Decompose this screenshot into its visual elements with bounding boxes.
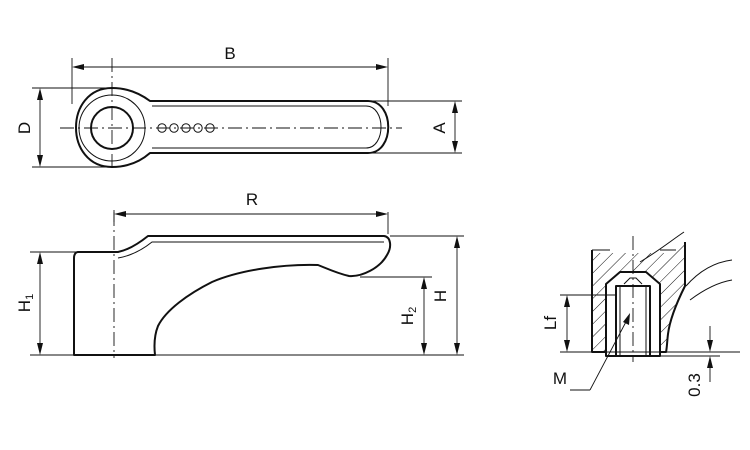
dimension-h1: H1 bbox=[15, 252, 43, 355]
dimension-a: A bbox=[372, 100, 462, 154]
top-view: B D A bbox=[15, 44, 462, 172]
lever-side-outline bbox=[73, 235, 392, 356]
dimension-lf: Lf bbox=[541, 295, 570, 352]
label-m: M bbox=[553, 369, 567, 388]
dimension-d: D bbox=[15, 87, 106, 168]
dimension-h: H bbox=[431, 236, 460, 355]
lever-top-inner-contour bbox=[152, 105, 382, 149]
label-b: B bbox=[224, 44, 235, 63]
lever-side-inner-contour bbox=[117, 241, 384, 259]
label-clearance: 0.3 bbox=[685, 373, 704, 397]
label-h2: H2 bbox=[398, 307, 419, 325]
label-h1: H1 bbox=[15, 294, 36, 312]
label-lf: Lf bbox=[541, 316, 560, 330]
lever-top-outline bbox=[75, 87, 390, 168]
side-view: R H1 H2 H bbox=[15, 190, 464, 358]
leader-m: M bbox=[553, 313, 630, 391]
label-h: H bbox=[431, 290, 450, 302]
label-d: D bbox=[15, 122, 34, 134]
dimension-h2: H2 bbox=[398, 277, 427, 355]
section-detail: Lf M 0.3 bbox=[541, 231, 740, 397]
dimension-b: B bbox=[72, 44, 388, 70]
label-a: A bbox=[430, 122, 449, 134]
section-hatch-area bbox=[592, 242, 685, 352]
dimension-clearance: 0.3 bbox=[685, 326, 713, 397]
dimension-r: R bbox=[114, 190, 388, 217]
label-r: R bbox=[246, 190, 258, 209]
